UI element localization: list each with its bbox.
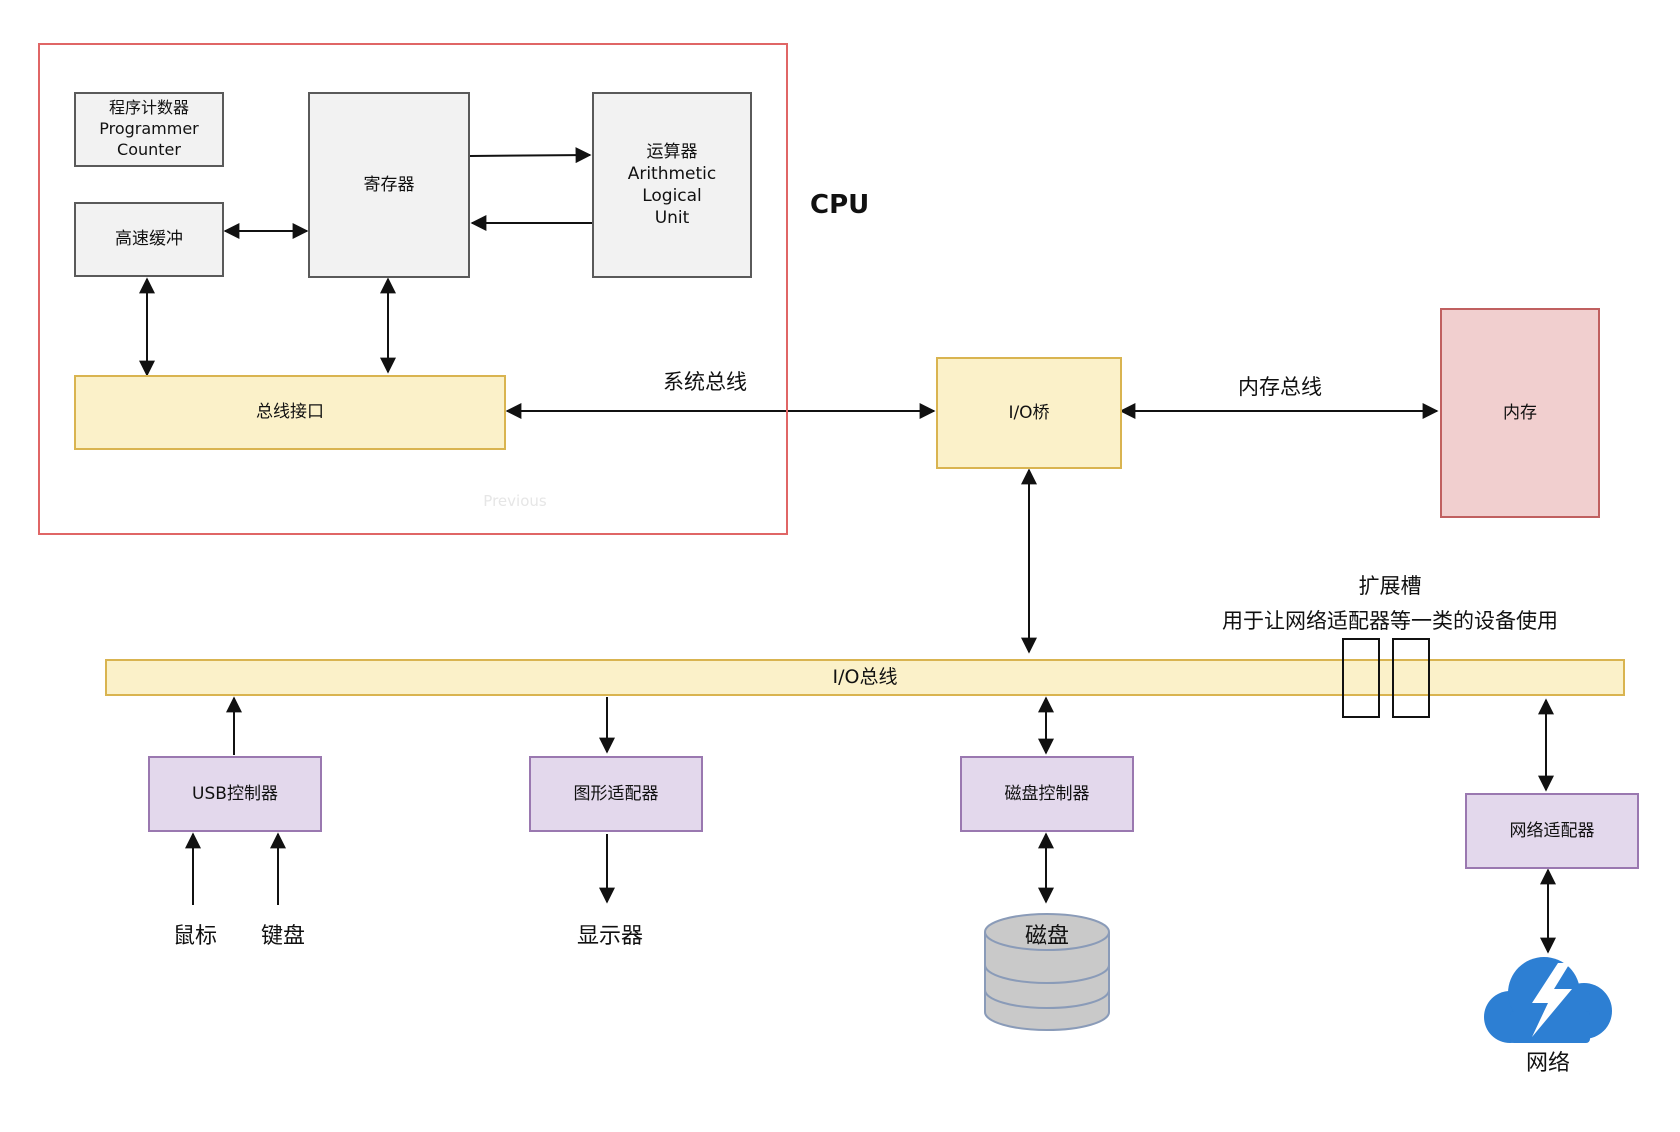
expansion-slot-1 [1342, 638, 1380, 718]
program-counter-box: 程序计数器 Programmer Counter [74, 92, 224, 167]
register-box: 寄存器 [308, 92, 470, 278]
previous-watermark: Previous [483, 492, 547, 510]
expansion-slot-2 [1392, 638, 1430, 718]
arrow-register-to-alu [469, 147, 592, 164]
network-label: 网络 [1525, 1051, 1570, 1076]
network-adapter-box: 网络适配器 [1465, 793, 1639, 869]
disk-label: 磁盘 [1024, 924, 1069, 949]
keyboard-label: 键盘 [260, 924, 305, 949]
program-counter-label-3: Counter [117, 139, 181, 159]
cpu-container [38, 43, 788, 535]
alu-label-2: Arithmetic [627, 163, 717, 184]
memory-box: 内存 [1440, 308, 1600, 518]
alu-label-4: Unit [654, 208, 690, 229]
io-bridge-box: I/O桥 [936, 357, 1122, 469]
bus-interface-box: 总线接口 [74, 375, 506, 450]
display-label: 显示器 [576, 924, 643, 949]
graphics-adapter-box: 图形适配器 [529, 756, 703, 832]
usb-controller-box: USB控制器 [148, 756, 322, 832]
io-bus-bar: I/O总线 [105, 659, 1625, 696]
program-counter-label-2: Programmer [99, 119, 199, 139]
memory-bus-label: 内存总线 [1238, 375, 1322, 399]
alu-label-3: Logical [642, 186, 702, 206]
cache-box: 高速缓冲 [74, 202, 224, 277]
alu-label-1: 运算器 [646, 141, 698, 162]
mouse-label: 鼠标 [172, 924, 217, 949]
cloud-lightning-icon [1484, 957, 1612, 1043]
system-bus-label: 系统总线 [663, 370, 747, 394]
expansion-slot-title: 扩展槽 [1358, 574, 1422, 598]
disk-controller-box: 磁盘控制器 [960, 756, 1134, 832]
expansion-slot-description: 用于让网络适配器等一类的设备使用 [1222, 609, 1558, 633]
alu-box: 运算器 Arithmetic Logical Unit [592, 92, 752, 278]
cpu-title: CPU [810, 190, 870, 220]
program-counter-label-1: 程序计数器 [108, 98, 189, 118]
disk-icon [984, 913, 1110, 1031]
